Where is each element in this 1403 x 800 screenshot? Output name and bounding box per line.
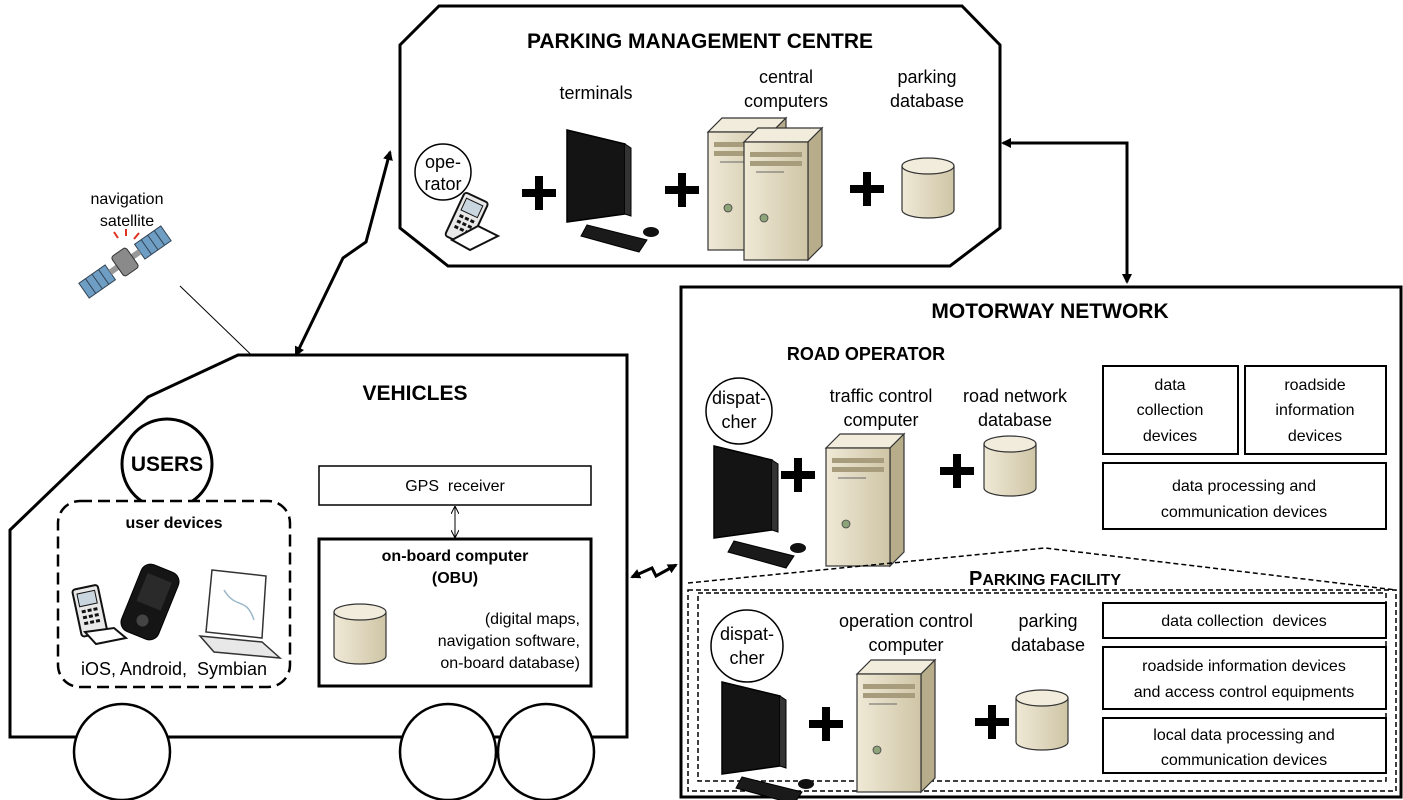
traffic-label-1: traffic control	[830, 386, 933, 406]
pf-db-label-2: database	[1011, 635, 1085, 655]
central-label-2: computers	[744, 91, 828, 111]
road-dispatcher-label-2: cher	[721, 412, 756, 432]
operation-label-2: computer	[868, 635, 943, 655]
satellite-label-1: navigation	[91, 191, 164, 208]
pf-roadside-label-2: and access control equipments	[1134, 684, 1355, 701]
roadside-info-label-3: devices	[1288, 428, 1342, 445]
pf-local-label-2: communication devices	[1161, 752, 1327, 769]
vehicles-pmc-link	[294, 150, 393, 357]
satellite-label-2: satellite	[100, 213, 154, 230]
smartphone-icon	[120, 563, 180, 641]
obu-database-icon	[333, 603, 387, 665]
pmc-title: PARKING MANAGEMENT CENTRE	[527, 30, 873, 53]
pmc-db-label-1: parking	[897, 67, 956, 87]
pf-dispatcher-label-2: cher	[729, 648, 764, 668]
pf-dispatcher-label-1: dispat-	[720, 624, 774, 644]
traffic-label-2: computer	[843, 410, 918, 430]
pf-database-icon	[1015, 689, 1069, 751]
pf-local-label-1: local data processing and	[1153, 727, 1334, 744]
pf-dispatcher-circle	[710, 609, 784, 683]
traffic-server-icon	[825, 433, 905, 567]
vehicles-motorway-link	[630, 563, 678, 579]
pf-data-collection-box	[1102, 602, 1387, 639]
processing-label-1: data processing and	[1172, 478, 1316, 495]
road-db-label-1: road network	[963, 386, 1068, 406]
pf-local-box	[1102, 717, 1387, 774]
laptop-icon	[198, 569, 283, 659]
obu-desc-3: on-board database)	[440, 655, 580, 672]
parking-facility-roof	[687, 547, 1397, 591]
processing-box	[1102, 462, 1387, 530]
road-dispatcher-label-1: dispat-	[712, 388, 766, 408]
pf-data-collection-label: data collection devices	[1161, 613, 1326, 630]
platforms-label: iOS, Android, Symbian	[81, 659, 267, 679]
obu-title-2: (OBU)	[432, 570, 478, 587]
motorway-title: MOTORWAY NETWORK	[931, 300, 1168, 323]
user-phone-base-icon	[82, 626, 129, 646]
obu-desc-1: (digital maps,	[485, 611, 580, 628]
vehicles-title: VEHICLES	[362, 382, 467, 405]
pmc-box	[398, 4, 1002, 268]
operator-phone-base-icon	[449, 224, 501, 252]
roadside-info-box	[1244, 365, 1387, 455]
data-collection-label-3: devices	[1143, 428, 1197, 445]
pf-db-label-1: parking	[1018, 611, 1077, 631]
roadside-info-label-2: information	[1275, 402, 1354, 419]
operation-server-icon	[856, 659, 936, 793]
obu-title-1: on-board computer	[382, 548, 529, 565]
road-operator-title: ROAD OPERATOR	[787, 344, 945, 364]
satellite-icon	[78, 225, 172, 299]
terminals-label: terminals	[559, 83, 632, 103]
gps-receiver-box	[318, 465, 592, 506]
pmc-motorway-link	[1001, 138, 1132, 284]
operator-label-2: rator	[424, 174, 461, 194]
parking-facility-title: PARKING FACILITY	[969, 568, 1121, 590]
pmc-db-label-2: database	[890, 91, 964, 111]
data-collection-box	[1102, 365, 1239, 455]
satellite-signal-icon	[113, 229, 140, 240]
pmc-database-icon	[901, 157, 955, 219]
central-label-1: central	[759, 67, 813, 87]
data-collection-label-1: data	[1154, 377, 1185, 394]
road-dispatcher-circle	[705, 377, 773, 445]
parking-facility-title-first: P	[969, 568, 982, 590]
operator-label-1: ope-	[425, 152, 461, 172]
roadside-info-label-1: roadside	[1284, 377, 1345, 394]
pf-roadside-label-1: roadside information devices	[1142, 658, 1346, 675]
road-db-label-2: database	[978, 410, 1052, 430]
operation-label-1: operation control	[839, 611, 973, 631]
operator-circle	[414, 143, 472, 201]
users-label: USERS	[131, 453, 203, 476]
user-devices-title: user devices	[126, 515, 223, 532]
road-database-icon	[983, 435, 1037, 497]
parking-facility-title-rest: ARKING FACILITY	[982, 572, 1121, 589]
obu-desc-2: navigation software,	[438, 633, 580, 650]
pf-roadside-box	[1102, 646, 1387, 710]
gps-receiver-label: GPS receiver	[405, 478, 505, 495]
central-server-icon-2	[743, 127, 823, 261]
processing-label-2: communication devices	[1161, 504, 1327, 521]
data-collection-label-2: collection	[1137, 402, 1204, 419]
vehicle-wheels	[72, 702, 596, 800]
